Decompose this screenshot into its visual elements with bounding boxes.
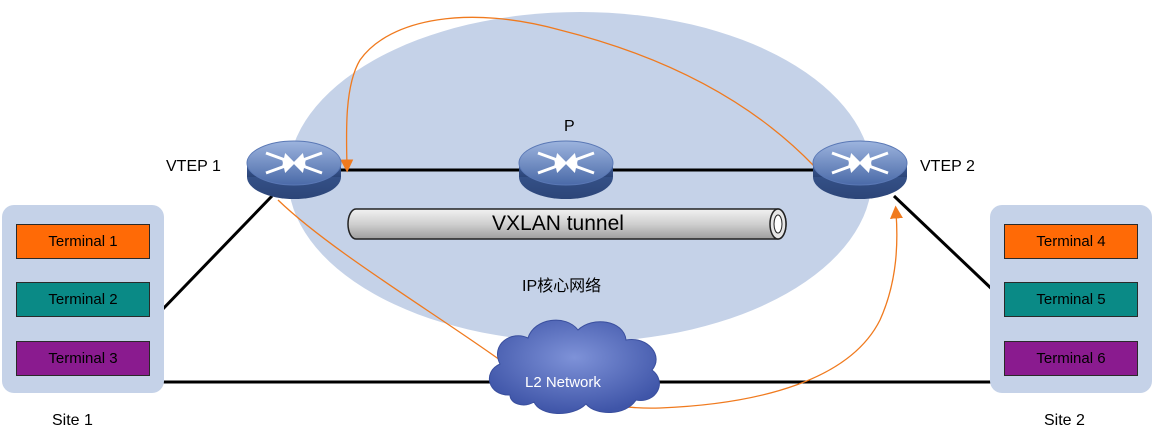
tunnel-label: VXLAN tunnel bbox=[492, 212, 624, 235]
vtep2-label: VTEP 2 bbox=[920, 158, 975, 175]
terminal-6[interactable]: Terminal 6 bbox=[1004, 341, 1138, 376]
terminal-4[interactable]: Terminal 4 bbox=[1004, 224, 1138, 259]
l2-network-label: L2 Network bbox=[525, 374, 601, 391]
link-vtep2-site2 bbox=[892, 194, 997, 294]
p-label: P bbox=[564, 118, 575, 135]
terminal-3[interactable]: Terminal 3 bbox=[16, 341, 150, 376]
ip-core-label: IP核心网络 bbox=[522, 278, 602, 295]
terminal-5[interactable]: Terminal 5 bbox=[1004, 282, 1138, 317]
terminal-2[interactable]: Terminal 2 bbox=[16, 282, 150, 317]
terminal-1[interactable]: Terminal 1 bbox=[16, 224, 150, 259]
core-path-arrow bbox=[340, 16, 815, 173]
l2-path-arrow bbox=[277, 199, 903, 409]
l2-network-cloud-icon[interactable] bbox=[489, 319, 660, 415]
site1-label: Site 1 bbox=[52, 412, 93, 429]
site2-label: Site 2 bbox=[1044, 412, 1085, 429]
p-switch-icon[interactable] bbox=[518, 140, 614, 199]
vtep1-switch-icon[interactable] bbox=[246, 140, 342, 199]
vtep2-switch-icon[interactable] bbox=[812, 140, 908, 199]
link-vtep1-site1 bbox=[158, 194, 274, 314]
vtep1-label: VTEP 1 bbox=[166, 158, 221, 175]
vxlan-tunnel bbox=[347, 208, 787, 240]
